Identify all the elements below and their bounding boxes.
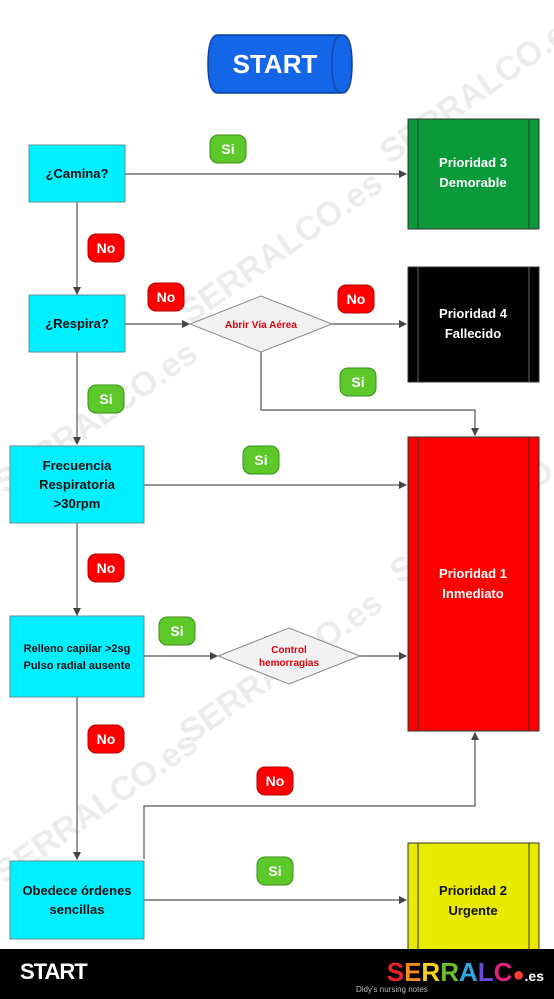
tag-si: Si bbox=[209, 134, 247, 164]
tag-no: No bbox=[87, 553, 125, 583]
tag-no: No bbox=[147, 282, 185, 312]
tag-si: Si bbox=[339, 367, 377, 397]
footer-bar: START SERRALC●.es Didy's nursing notes bbox=[0, 949, 554, 999]
diamond-abrir-via: Abrir Vía Aérea bbox=[188, 295, 334, 353]
question-obedece-line2: sencillas bbox=[50, 902, 105, 917]
question-frecuencia-line3: >30rpm bbox=[54, 496, 101, 511]
question-frecuencia-line1: Frecuencia bbox=[43, 458, 112, 473]
footer-start-label: START bbox=[20, 959, 88, 984]
outcome-p3-line1: Prioridad 3 bbox=[439, 155, 507, 170]
tag-no: No bbox=[337, 284, 375, 314]
svg-text:Si: Si bbox=[351, 374, 364, 390]
question-obedece: Obedece órdenes sencillas bbox=[9, 860, 145, 940]
svg-text:Si: Si bbox=[170, 623, 183, 639]
outcome-p1-line2: Inmediato bbox=[442, 586, 503, 601]
connector-obedece-p1 bbox=[143, 732, 479, 859]
question-obedece-line1: Obedece órdenes bbox=[22, 883, 131, 898]
diamond-control: Control hemorragias bbox=[216, 627, 362, 685]
tag-si: Si bbox=[242, 445, 280, 475]
svg-text:No: No bbox=[347, 291, 366, 307]
start-terminator: START bbox=[207, 34, 353, 94]
svg-text:No: No bbox=[97, 240, 116, 256]
svg-text:Si: Si bbox=[268, 863, 281, 879]
brand-virus-icon: ● bbox=[512, 964, 525, 986]
question-relleno-line2: Pulso radial ausente bbox=[24, 660, 131, 672]
outcome-p3-line2: Demorable bbox=[439, 175, 506, 190]
question-camina: ¿Camina? bbox=[28, 144, 126, 203]
question-respira-label: ¿Respira? bbox=[45, 316, 109, 331]
question-frecuencia: Frecuencia Respiratoria >30rpm bbox=[9, 445, 145, 524]
tag-no: No bbox=[256, 766, 294, 796]
question-camina-label: ¿Camina? bbox=[46, 166, 109, 181]
brand-logo: SERRALC●.es Didy's nursing notes bbox=[354, 955, 544, 995]
svg-text:No: No bbox=[97, 731, 116, 747]
svg-text:No: No bbox=[97, 560, 116, 576]
tag-si: Si bbox=[256, 856, 294, 886]
outcome-p4-line2: Fallecido bbox=[445, 326, 501, 341]
brand-wordmark: SERRALC●.es bbox=[386, 957, 544, 987]
start-label: START bbox=[233, 49, 318, 79]
question-frecuencia-line2: Respiratoria bbox=[39, 477, 116, 492]
outcome-p2-line2: Urgente bbox=[448, 903, 497, 918]
question-relleno-line1: Relleno capilar >2sg bbox=[24, 643, 131, 655]
tag-no: No bbox=[87, 233, 125, 263]
diamond-control-line1: Control bbox=[271, 645, 307, 656]
svg-text:Si: Si bbox=[221, 141, 234, 157]
outcome-p1-line1: Prioridad 1 bbox=[439, 566, 507, 581]
connector-abrir-p1 bbox=[260, 352, 479, 436]
brand-tagline: Didy's nursing notes bbox=[356, 985, 428, 994]
outcome-p1: Prioridad 1 Inmediato bbox=[407, 436, 540, 732]
svg-text:Si: Si bbox=[254, 452, 267, 468]
tag-si: Si bbox=[158, 616, 196, 646]
tag-no: No bbox=[87, 724, 125, 754]
diamond-control-line2: hemorragias bbox=[259, 658, 319, 669]
svg-text:No: No bbox=[157, 289, 176, 305]
diamond-abrir-via-label: Abrir Vía Aérea bbox=[225, 320, 297, 331]
outcome-p3: Prioridad 3 Demorable bbox=[407, 118, 540, 230]
svg-text:No: No bbox=[266, 773, 285, 789]
svg-text:Si: Si bbox=[99, 391, 112, 407]
outcome-p2: Prioridad 2 Urgente bbox=[407, 842, 540, 957]
question-relleno: Relleno capilar >2sg Pulso radial ausent… bbox=[9, 615, 145, 698]
outcome-p4-line1: Prioridad 4 bbox=[439, 306, 508, 321]
outcome-p4: Prioridad 4 Fallecido bbox=[407, 266, 540, 383]
outcome-p2-line1: Prioridad 2 bbox=[439, 883, 507, 898]
tag-si: Si bbox=[87, 384, 125, 414]
question-respira: ¿Respira? bbox=[28, 294, 126, 353]
connectors bbox=[73, 170, 479, 904]
